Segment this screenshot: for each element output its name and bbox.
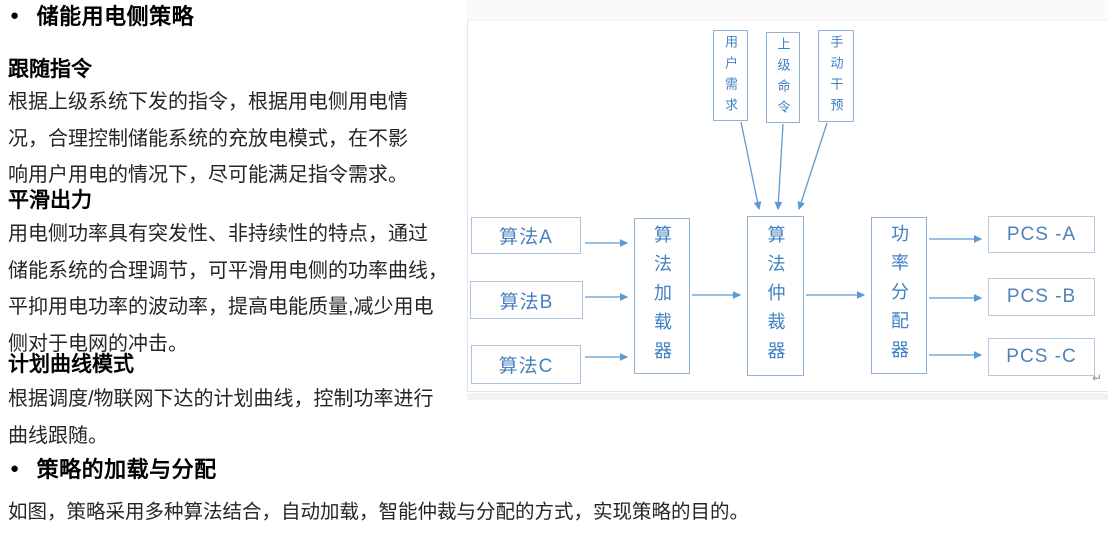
node-algorithm-arbiter: 算法仲裁器: [747, 216, 804, 376]
text-line: 用电侧功率具有突发性、非持续性的特点，通过: [8, 223, 428, 245]
node-pcs-b-label: PCS -B: [1006, 286, 1077, 307]
paragraph-return-icon: ↵: [1092, 371, 1103, 385]
bullet-icon: ●: [10, 460, 20, 477]
text-column: ● 储能用电侧策略 跟随指令 根据上级系统下发的指令，根据用电侧用电情 况，合理…: [8, 0, 749, 533]
subheading-smooth-output: 平滑出力: [8, 189, 92, 212]
node-algorithm-a-label: 算法A: [499, 227, 553, 248]
node-manual-intervention: 手动干预: [818, 30, 854, 122]
strategy-flowchart: 用户需求 上级命令 手动干预 算法A 算法B 算法C 算法加载器 算法仲裁器 功…: [467, 20, 1108, 392]
node-pcs-b: PCS -B: [988, 278, 1095, 316]
text-line: 根据上级系统下发的指令，根据用电侧用电情: [8, 91, 408, 113]
text-line: 根据调度/物联网下达的计划曲线，控制功率进行: [8, 388, 434, 410]
section-header-storage-strategy-text: 储能用电侧策略: [36, 4, 195, 29]
text-line: 储能系统的合理调节，可平滑用电侧的功率曲线，: [8, 259, 448, 282]
node-superior-command: 上级命令: [766, 32, 800, 123]
node-manual-intervention-label: 手动干预: [828, 35, 844, 119]
node-user-demand: 用户需求: [713, 30, 748, 121]
node-pcs-c: PCS -C: [988, 338, 1095, 376]
section-header-load-distribute: ● 策略的加载与分配: [10, 456, 217, 484]
node-algorithm-a: 算法A: [471, 217, 581, 254]
node-algorithm-loader: 算法加载器: [634, 218, 690, 374]
node-pcs-a-label: PCS -A: [1006, 223, 1077, 245]
paragraph-plan-curve: 根据调度/物联网下达的计划曲线，控制功率进行 曲线跟随。: [8, 381, 434, 454]
bullet-icon: ●: [10, 7, 20, 24]
text-line: 况，合理控制储能系统的充放电模式，在不影: [8, 127, 408, 150]
node-power-distributor: 功率分配器: [871, 217, 927, 374]
node-pcs-c-label: PCS -C: [1006, 346, 1077, 367]
node-algorithm-loader-label: 算法加载器: [652, 224, 672, 370]
subheading-follow-command: 跟随指令: [8, 58, 92, 81]
section-header-load-distribute-text: 策略的加载与分配: [36, 457, 217, 482]
node-user-demand-label: 用户需求: [723, 34, 738, 119]
section-header-storage-strategy: ● 储能用电侧策略: [10, 3, 194, 31]
node-algorithm-c-label: 算法C: [498, 356, 554, 377]
paragraph-follow-command: 根据上级系统下发的指令，根据用电侧用电情 况，合理控制储能系统的充放电模式，在不…: [8, 84, 408, 194]
paragraph-summary: 如图，策略采用多种算法结合，自动加载，智能仲裁与分配的方式，实现策略的目的。: [8, 494, 749, 531]
node-algorithm-b-label: 算法B: [499, 291, 554, 313]
text-line: 侧对于电网的冲击。: [8, 332, 188, 355]
node-pcs-a: PCS -A: [988, 216, 1095, 253]
text-line: 平抑用电功率的波动率，提高电能质量,减少用电: [8, 296, 434, 318]
text-line: 响用户用电的情况下，尽可能满足指令需求。: [8, 164, 408, 186]
node-superior-command-label: 上级命令: [775, 36, 791, 121]
node-algorithm-b: 算法B: [470, 281, 583, 319]
node-algorithm-arbiter-label: 算法仲裁器: [765, 224, 786, 370]
node-algorithm-c: 算法C: [471, 345, 581, 384]
diagram-bottom-edge: [467, 393, 1108, 400]
text-line: 如图，策略采用多种算法结合，自动加载，智能仲裁与分配的方式，实现策略的目的。: [8, 501, 750, 523]
text-line: 曲线跟随。: [8, 424, 108, 447]
diagram-top-margin: [467, 0, 1108, 20]
paragraph-smooth-output: 用电侧功率具有突发性、非持续性的特点，通过 储能系统的合理调节，可平滑用电侧的功…: [8, 216, 448, 362]
diagram-arrows: [585, 121, 983, 361]
subheading-plan-curve-mode: 计划曲线模式: [8, 353, 134, 376]
node-power-distributor-label: 功率分配器: [889, 224, 909, 369]
